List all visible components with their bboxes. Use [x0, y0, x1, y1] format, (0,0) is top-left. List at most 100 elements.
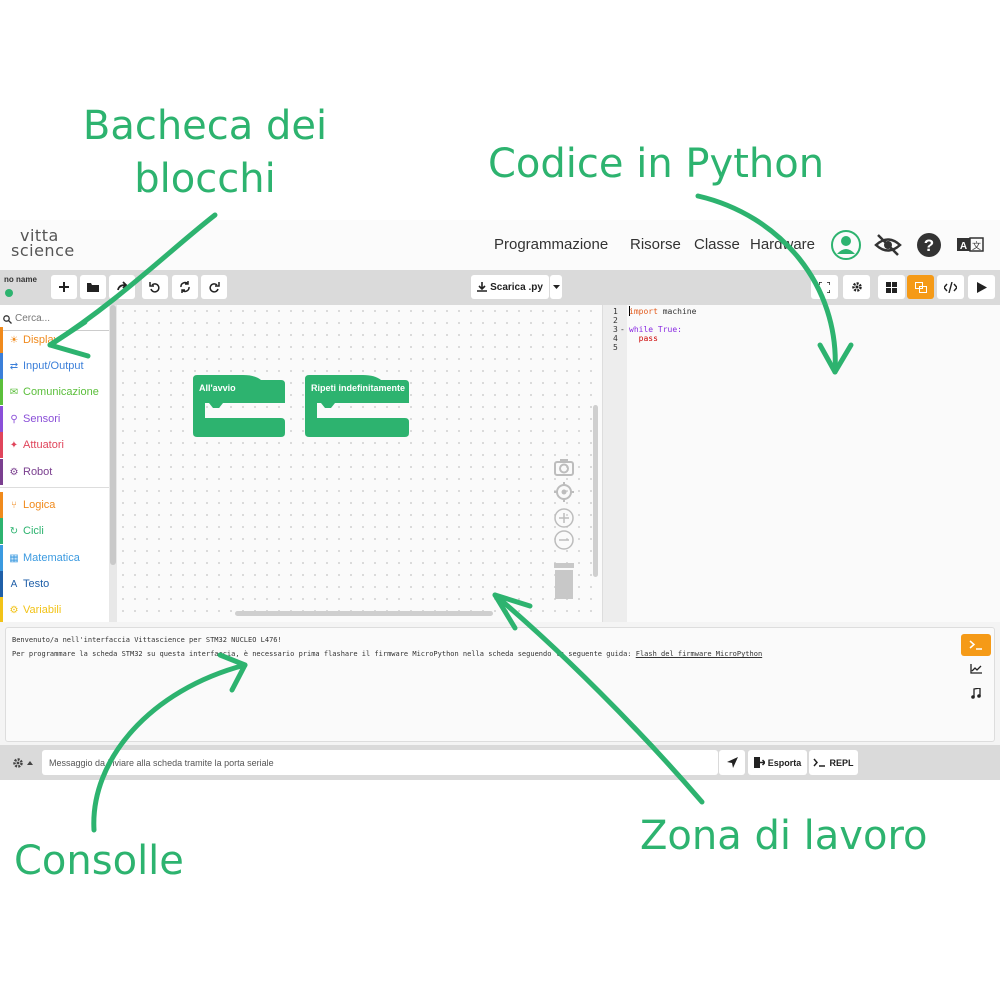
- terminal-icon: [813, 758, 826, 767]
- zoom-in-icon[interactable]: [553, 507, 575, 529]
- category-label: Comunicazione: [23, 386, 99, 398]
- open-project-button[interactable]: [80, 275, 106, 299]
- category-label: Testo: [23, 578, 50, 590]
- category-icon: ✦: [9, 439, 19, 451]
- svg-text:?: ?: [924, 236, 934, 255]
- category-cicli[interactable]: ↻Cicli: [0, 518, 110, 544]
- firmware-flash-link[interactable]: Flash del firmware MicroPython: [635, 650, 763, 658]
- zoom-out-icon[interactable]: [553, 529, 575, 551]
- category-label: Logica: [23, 499, 56, 511]
- category-color-bar: [0, 353, 3, 379]
- console-line: Per programmare la scheda STM32 su quest…: [12, 650, 762, 658]
- workspace-vertical-scrollbar[interactable]: [593, 405, 598, 577]
- category-color-bar: [0, 545, 3, 571]
- send-icon: [726, 757, 738, 768]
- project-name[interactable]: no name: [4, 275, 37, 284]
- block-shape: [305, 375, 409, 437]
- annotation-workspace: Zona di lavoro: [640, 813, 928, 859]
- annotation-line: Bacheca dei: [82, 103, 328, 149]
- fold-marker[interactable]: -: [620, 325, 625, 334]
- category-display[interactable]: ☀Display: [0, 327, 110, 353]
- split-view-icon: [914, 281, 927, 293]
- logo-line: science: [11, 241, 75, 260]
- user-avatar-icon[interactable]: [831, 230, 861, 260]
- help-icon[interactable]: ?: [914, 230, 944, 260]
- category-icon: A: [10, 578, 18, 590]
- category-comunicazione[interactable]: ✉Comunicazione: [0, 379, 110, 405]
- category-logica[interactable]: ⑂ Logica: [0, 492, 110, 518]
- category-robot[interactable]: ⚙Robot: [0, 459, 110, 485]
- category-color-bar: [0, 406, 3, 432]
- block-on-start[interactable]: All'avvio: [193, 375, 285, 437]
- repl-button[interactable]: REPL: [809, 750, 858, 775]
- code-view-button[interactable]: [937, 275, 964, 299]
- search-icon: [3, 315, 12, 324]
- category-color-bar: [0, 459, 3, 485]
- settings-icon: [851, 282, 862, 292]
- download-button[interactable]: Scarica .py: [471, 275, 549, 299]
- category-sensori[interactable]: ⚲ Sensori: [0, 406, 110, 432]
- serial-message-input[interactable]: Messaggio da inviare alla scheda tramite…: [42, 750, 718, 775]
- category-variabili[interactable]: ⚙Variabili: [0, 597, 110, 622]
- serial-console[interactable]: Benvenuto/a nell'interfaccia Vittascienc…: [5, 627, 995, 742]
- vittascience-logo[interactable]: vitta science: [11, 228, 75, 260]
- nav-resources[interactable]: Risorse: [630, 236, 681, 253]
- python-code-editor[interactable]: 1 2 3 - 4 5 import machine while True: p…: [602, 305, 1000, 622]
- console-line-text: Per programmare la scheda STM32 su quest…: [12, 650, 636, 658]
- music-icon: [971, 687, 981, 699]
- split-view-button[interactable]: [907, 275, 934, 299]
- category-icon: ⑂: [11, 499, 17, 511]
- download-options-dropdown[interactable]: [550, 275, 562, 299]
- target-icon[interactable]: [553, 481, 575, 503]
- run-button[interactable]: [968, 275, 995, 299]
- category-icon: ⚲: [10, 413, 18, 425]
- sidebar-scroll-thumb[interactable]: [110, 305, 116, 565]
- blocks-view-button[interactable]: [878, 275, 905, 299]
- settings-button[interactable]: [843, 275, 870, 299]
- code-line: while True:: [629, 325, 682, 334]
- trash-icon[interactable]: [553, 563, 575, 601]
- export-button[interactable]: Esporta: [748, 750, 807, 775]
- undo-button[interactable]: [142, 275, 168, 299]
- block-repeat-forever-label: Ripeti indefinitamente: [311, 383, 406, 393]
- blocks-sidebar: Cerca... ☀Display⇄Input/Output✉Comunicaz…: [0, 305, 117, 622]
- blockly-workspace[interactable]: All'avvio Ripeti indefinitamente: [117, 305, 602, 622]
- share-icon: [117, 281, 128, 291]
- category-input-output[interactable]: ⇄Input/Output: [0, 353, 110, 379]
- new-project-button[interactable]: [51, 275, 77, 299]
- sync-icon: [180, 281, 190, 293]
- code-text: machine: [657, 307, 697, 316]
- category-color-bar: [0, 518, 3, 544]
- category-label: Cicli: [23, 525, 44, 537]
- sync-button[interactable]: [172, 275, 198, 299]
- line-number: 3: [613, 325, 618, 334]
- eye-slash-icon[interactable]: [873, 230, 903, 260]
- send-button[interactable]: [719, 750, 745, 775]
- console-terminal-button[interactable]: [961, 634, 991, 656]
- terminal-icon: [969, 640, 982, 650]
- nav-class[interactable]: Classe: [694, 236, 740, 253]
- serial-settings-icon[interactable]: [12, 757, 34, 769]
- category-attuatori[interactable]: ✦Attuatori: [0, 432, 110, 458]
- code-view-icon: [944, 281, 957, 293]
- console-plotter-button[interactable]: [961, 658, 991, 680]
- block-shape: [193, 375, 285, 437]
- svg-text:A: A: [960, 241, 967, 252]
- console-music-button[interactable]: [961, 682, 991, 704]
- nav-programming[interactable]: Programmazione: [494, 236, 609, 253]
- redo-button[interactable]: [201, 275, 227, 299]
- camera-icon[interactable]: [553, 456, 575, 478]
- fullscreen-icon: [819, 281, 830, 293]
- fullscreen-button[interactable]: [811, 275, 838, 299]
- category-matematica[interactable]: ▦Matematica: [0, 545, 110, 571]
- workspace-horizontal-scrollbar[interactable]: [235, 611, 493, 616]
- category-label: Robot: [23, 466, 53, 478]
- category-label: Sensori: [23, 413, 61, 425]
- sidebar-scrollbar[interactable]: [109, 305, 117, 622]
- nav-hardware[interactable]: Hardware: [750, 236, 816, 253]
- share-button[interactable]: [109, 275, 135, 299]
- line-number: 2: [613, 316, 618, 325]
- block-repeat-forever[interactable]: Ripeti indefinitamente: [305, 375, 409, 437]
- category-testo[interactable]: A Testo: [0, 571, 110, 597]
